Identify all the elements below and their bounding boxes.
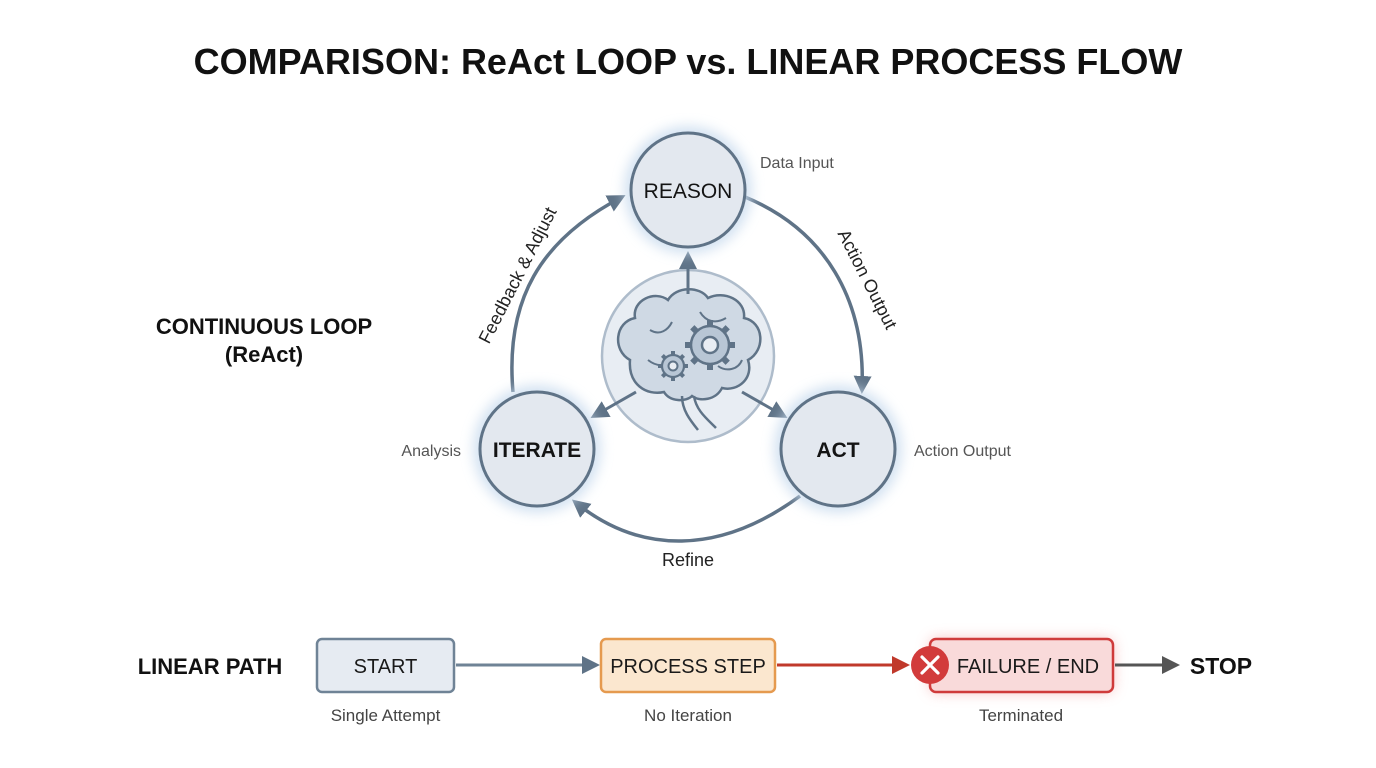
step-label-failure: FAILURE / END [957, 656, 1099, 678]
brain-to-iterate-arrow [590, 390, 637, 418]
loop-section-label-line2: (ReAct) [225, 342, 303, 367]
arc-act-to-iterate [571, 494, 802, 543]
loop-node-reason: REASON [624, 126, 752, 254]
x-circle-icon [911, 646, 949, 684]
step-caption-start: Single Attempt [331, 706, 441, 725]
step-caption-failure: Terminated [979, 706, 1063, 725]
side-note-reason: Data Input [760, 155, 834, 172]
arc-label-refine: Refine [662, 550, 714, 570]
loop-node-iterate: ITERATE [473, 385, 601, 513]
step-label-process: PROCESS STEP [610, 656, 766, 678]
step-label-start: START [354, 656, 418, 678]
node-label-reason: REASON [644, 180, 733, 203]
linear-section-label: LINEAR PATH [138, 654, 283, 679]
arc-reason-to-act [744, 195, 872, 394]
arc-label-feedback: Feedback & Adjust [475, 204, 561, 347]
brain-gears-icon [600, 268, 776, 444]
linear-step-failure: FAILURE / END [928, 637, 1115, 694]
side-note-iterate: Analysis [401, 443, 461, 460]
linear-step-start: START [315, 637, 456, 694]
node-label-iterate: ITERATE [493, 439, 581, 462]
stop-label: STOP [1190, 653, 1252, 679]
step-caption-process: No Iteration [644, 706, 732, 725]
arc-iterate-to-reason [510, 195, 626, 393]
arc-label-action-output: Action Output [834, 226, 901, 332]
loop-section-label-line1: CONTINUOUS LOOP [156, 314, 372, 339]
node-label-act: ACT [816, 439, 859, 462]
side-note-act: Action Output [914, 443, 1012, 460]
brain-to-act-arrow [741, 390, 788, 418]
loop-node-act: ACT [774, 385, 902, 513]
linear-step-process: PROCESS STEP [599, 637, 777, 694]
page-title: COMPARISON: ReAct LOOP vs. LINEAR PROCES… [194, 41, 1183, 82]
